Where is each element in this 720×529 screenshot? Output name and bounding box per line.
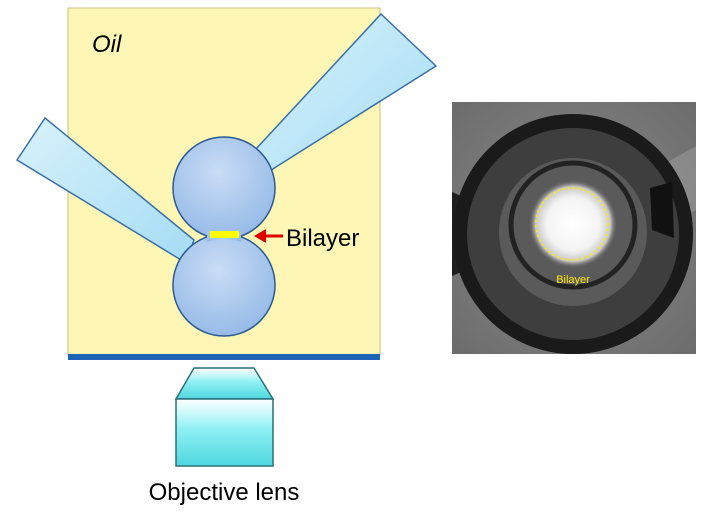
glass-substrate (68, 354, 380, 360)
micrograph-bilayer-outline (535, 187, 609, 261)
bilayer-region (210, 231, 239, 238)
oil-label: Oil (92, 31, 122, 58)
objective-lens-top (174, 367, 275, 400)
micrograph-bright-core (529, 180, 617, 268)
objective-lens-label: Objective lens (149, 479, 300, 506)
micrograph: Bilayer (452, 102, 696, 354)
micrograph-contact-ring (508, 160, 638, 290)
bilayer-label: Bilayer (286, 225, 359, 252)
droplet-bottom (172, 233, 276, 337)
micrograph-pipette-right-tip (650, 182, 674, 238)
objective-lens-body (175, 398, 274, 467)
droplet-top (172, 136, 276, 240)
bilayer-arrow-head (254, 229, 266, 243)
micrograph-bilayer-label: Bilayer (556, 274, 590, 286)
